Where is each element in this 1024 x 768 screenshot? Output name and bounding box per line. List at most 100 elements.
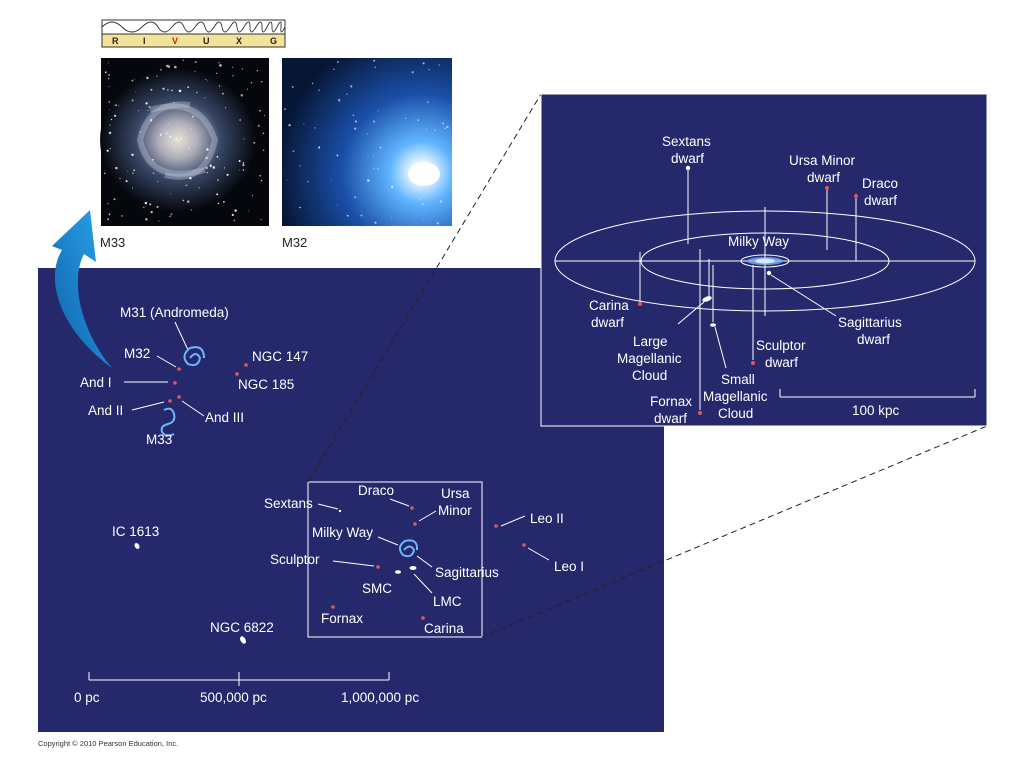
- background-star: [109, 147, 111, 150]
- label-box-draco: Draco: [358, 483, 394, 498]
- dot-box-sculptor: [376, 565, 380, 569]
- background-star: [336, 61, 339, 64]
- background-star: [107, 77, 110, 80]
- background-star: [204, 97, 206, 99]
- background-star: [108, 131, 112, 135]
- background-star: [299, 165, 302, 167]
- background-star: [147, 109, 149, 111]
- background-star: [109, 109, 110, 111]
- label-box-milkyway: Milky Way: [312, 525, 373, 540]
- background-star: [428, 68, 431, 71]
- inset-dot-draco: [854, 194, 858, 198]
- background-star: [168, 123, 170, 125]
- inset-label-sextans-1: Sextans: [662, 134, 711, 149]
- background-star: [133, 169, 136, 172]
- background-star: [144, 201, 148, 205]
- inset-blob-smc: [710, 323, 716, 327]
- label-m33: M33: [146, 432, 172, 447]
- background-star: [318, 89, 320, 92]
- scale-tick-500k: 500,000 pc: [200, 690, 267, 705]
- background-star: [260, 219, 262, 221]
- background-star: [257, 124, 260, 127]
- background-star: [127, 170, 129, 172]
- inset-label-smc-2: Magellanic: [703, 389, 768, 404]
- background-star: [299, 206, 301, 209]
- label-m32: M32: [124, 346, 150, 361]
- inset-milky-way-disk-icon: [747, 257, 783, 265]
- background-star: [190, 209, 192, 211]
- background-star: [421, 203, 425, 206]
- background-star: [221, 92, 224, 95]
- background-star: [142, 206, 145, 209]
- band-r: R: [112, 36, 119, 46]
- background-star: [135, 91, 136, 93]
- background-star: [169, 135, 172, 138]
- background-star: [192, 115, 195, 118]
- background-star: [262, 132, 265, 135]
- inset-dot-sextans: [685, 165, 691, 171]
- background-star: [132, 172, 134, 174]
- background-star: [216, 72, 218, 74]
- inset-label-carina-2: dwarf: [591, 315, 624, 330]
- background-star: [131, 79, 134, 82]
- inset-label-sextans-2: dwarf: [671, 151, 704, 166]
- background-star: [125, 180, 128, 183]
- background-star: [160, 68, 162, 71]
- background-star: [286, 179, 288, 181]
- spectrum-band: R I V U X G: [101, 19, 286, 48]
- background-star: [171, 89, 173, 92]
- background-star: [377, 110, 379, 112]
- background-star: [131, 187, 134, 189]
- background-star: [160, 133, 162, 135]
- background-star: [234, 209, 237, 212]
- dot-leo1: [522, 543, 526, 547]
- background-star: [110, 118, 113, 121]
- background-star: [106, 149, 109, 152]
- background-star: [187, 86, 190, 88]
- background-star: [284, 108, 286, 110]
- background-star: [145, 102, 148, 105]
- inset-dot-carina: [638, 302, 642, 306]
- background-star: [114, 114, 117, 117]
- background-star: [291, 85, 294, 88]
- background-star: [217, 202, 220, 205]
- background-star: [422, 62, 425, 65]
- dot-box-fornax: [331, 605, 335, 609]
- inset-label-ursa-2: dwarf: [807, 170, 840, 185]
- background-star: [367, 179, 370, 182]
- m33-spiral-icon: [160, 407, 176, 437]
- background-star: [150, 119, 153, 122]
- background-star: [104, 71, 107, 74]
- background-star: [373, 59, 376, 62]
- background-star: [206, 148, 209, 151]
- background-star: [178, 89, 182, 93]
- background-star: [333, 68, 335, 70]
- inset-label-smc-1: Small: [721, 372, 755, 387]
- inset-label-sculptor-1: Sculptor: [756, 338, 806, 353]
- background-star: [336, 204, 338, 206]
- inset-label-lmc-2: Magellanic: [617, 351, 682, 366]
- label-and3: And III: [205, 410, 244, 425]
- background-star: [198, 187, 200, 189]
- dot-ngc147: [244, 363, 248, 367]
- background-star: [103, 172, 106, 175]
- background-star: [374, 66, 376, 68]
- background-star: [353, 196, 357, 199]
- background-star: [292, 150, 295, 153]
- background-star: [350, 85, 353, 88]
- background-star: [264, 115, 266, 117]
- background-star: [411, 71, 414, 74]
- m32-photo: [282, 58, 452, 226]
- band-u: U: [203, 36, 210, 46]
- dot-ngc185: [235, 372, 239, 376]
- background-star: [417, 119, 419, 121]
- background-star: [242, 162, 245, 164]
- dot-box-carina: [421, 616, 425, 620]
- background-star: [131, 153, 134, 156]
- background-star: [194, 61, 197, 64]
- background-star: [224, 107, 227, 109]
- label-ic1613: IC 1613: [112, 524, 159, 539]
- background-star: [352, 114, 355, 117]
- background-star: [149, 203, 152, 206]
